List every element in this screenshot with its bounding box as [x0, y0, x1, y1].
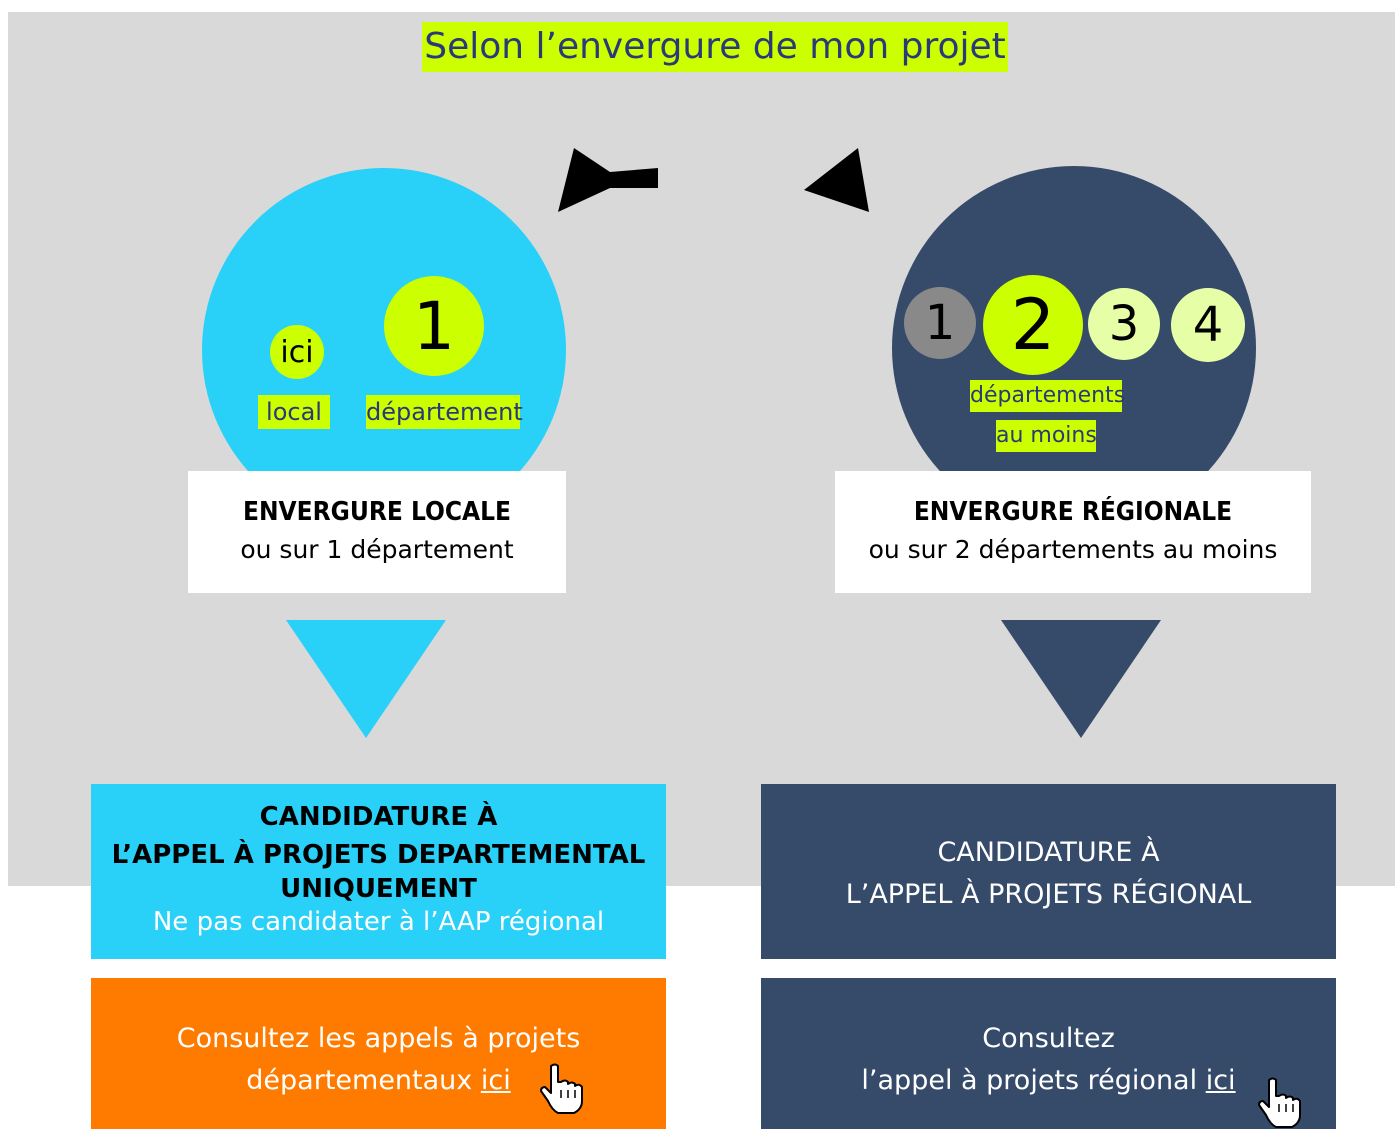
department-label: département	[366, 395, 523, 429]
hand-pointer-icon[interactable]	[1255, 1076, 1303, 1128]
hand-pointer-icon[interactable]	[537, 1062, 585, 1114]
local-scope-title: ENVERGURE LOCALE	[243, 497, 511, 527]
regional-scope-box: ENVERGURE RÉGIONALE ou sur 2 département…	[835, 471, 1311, 593]
one-department-badge: 1	[384, 276, 484, 376]
left-arrow-icon	[558, 148, 658, 212]
page-title: Selon l’envergure de mon projet	[422, 22, 1008, 72]
number-badge-3: 3	[1088, 288, 1160, 360]
number-badge-2: 2	[983, 275, 1083, 375]
local-candidature-note: Ne pas candidater à l’AAP régional	[152, 907, 605, 937]
regional-cta-line2: l’appel à projets régional	[861, 1065, 1198, 1096]
regional-scope-subtitle: ou sur 2 départements au moins	[868, 535, 1278, 564]
local-scope-subtitle: ou sur 1 département	[240, 535, 514, 564]
local-label: local	[258, 395, 330, 429]
local-cta-line2: départementaux	[246, 1065, 473, 1096]
local-cta-link[interactable]: ici	[480, 1065, 511, 1096]
regional-candidature-line2: L’APPEL À PROJETS RÉGIONAL	[845, 879, 1252, 910]
local-candidature-line3: UNIQUEMENT	[280, 874, 477, 904]
regional-cta-link[interactable]: ici	[1205, 1065, 1236, 1096]
local-scope-box: ENVERGURE LOCALE ou sur 1 département	[188, 471, 566, 593]
local-cta-box: Consultez les appels à projets départeme…	[91, 978, 666, 1129]
local-candidature-line2: L’APPEL À PROJETS DEPARTEMENTAL	[111, 840, 646, 870]
local-candidature-line1: CANDIDATURE À	[259, 802, 498, 832]
regional-cta-box: Consultez l’appel à projets régional ici	[761, 978, 1336, 1129]
number-badge-1: 1	[904, 287, 976, 359]
regional-scope-title: ENVERGURE RÉGIONALE	[913, 497, 1233, 527]
at-least-label: au moins	[996, 420, 1097, 452]
regional-candidature-box: CANDIDATURE À L’APPEL À PROJETS RÉGIONAL	[761, 784, 1336, 959]
departments-label: départements	[970, 380, 1125, 412]
regional-cta-line1: Consultez	[982, 1023, 1115, 1054]
local-candidature-box: CANDIDATURE À L’APPEL À PROJETS DEPARTEM…	[91, 784, 666, 959]
regional-candidature-line1: CANDIDATURE À	[937, 837, 1160, 868]
regional-down-triangle-icon	[1001, 620, 1161, 738]
local-cta-line1: Consultez les appels à projets	[176, 1023, 581, 1054]
ici-badge: ici	[270, 325, 324, 379]
number-badge-4: 4	[1171, 288, 1245, 362]
local-down-triangle-icon	[286, 620, 446, 738]
triangle-icon	[804, 148, 869, 212]
